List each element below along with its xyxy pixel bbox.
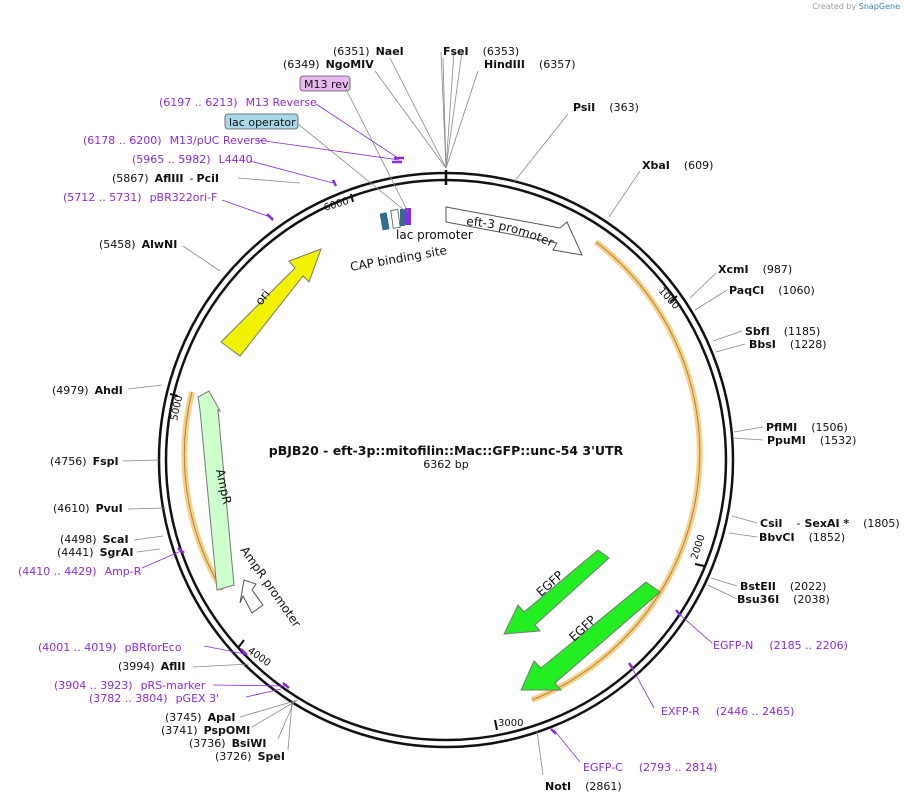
site-sbfi: SbfI(1185) xyxy=(745,325,820,338)
snapgene-logo: SnapGene xyxy=(858,2,900,11)
site-fspi: (4756)FspI xyxy=(50,455,119,468)
site-afliii: (5867)AflIII-PciI xyxy=(112,172,219,185)
primer-pbr322ori-f: (5712 .. 5731)pBR322ori-F xyxy=(63,191,217,204)
primer-amp-r: (4410 .. 4429)Amp-R xyxy=(18,565,142,578)
site-bsteii: BstEII(2022) xyxy=(740,580,826,593)
site-bsiwi: (3736)BsiWI xyxy=(189,737,267,750)
primer-labels: (6197 .. 6213)M13 Reverse (6178 .. 6200)… xyxy=(18,96,848,774)
eft3-promoter-arrow xyxy=(445,206,583,256)
primer-pgex-3: (3782 .. 3804)pGEX 3' xyxy=(89,692,219,705)
site-apai: (3745)ApaI xyxy=(165,711,235,724)
snapgene-credit: Created by SnapGene xyxy=(812,2,900,11)
site-bbvci: BbvCI(1852) xyxy=(759,531,845,544)
primer-ticks xyxy=(177,156,682,735)
primer-egfp-n: EGFP-N(2185 .. 2206) xyxy=(713,639,848,652)
primer-m13-reverse: (6197 .. 6213)M13 Reverse xyxy=(159,96,317,109)
ampr-promoter-arrow xyxy=(239,579,264,614)
site-nael: (6351)NaeI xyxy=(333,45,404,58)
credit-prefix: Created by xyxy=(812,2,857,11)
tick-5000: 5000 xyxy=(169,394,185,421)
site-aflii: (3994)AflII xyxy=(118,660,185,673)
egfp-arrow-2 xyxy=(520,581,661,691)
tick-4000: 4000 xyxy=(245,645,272,669)
lac-operator-box xyxy=(224,113,299,130)
plasmid-title: pBJB20 - eft-3p::mitofilin::Mac::GFP::un… xyxy=(269,443,624,458)
site-alwni: (5458)AlwNI xyxy=(99,238,177,251)
primer-pbrforeco: (4001 .. 4019)pBRforEco xyxy=(38,641,182,654)
site-bsu36i: Bsu36I(2038) xyxy=(737,593,830,606)
m13-rev-box xyxy=(299,75,351,92)
ori-arrow xyxy=(220,248,322,357)
primer-l4440: (5965 .. 5982)L4440 xyxy=(132,153,253,166)
site-fsei: FseI(6353) xyxy=(443,45,519,58)
site-csii: CsiI-SexAI *(1805) xyxy=(760,517,900,530)
site-pflmi: PflMI(1506) xyxy=(766,421,848,434)
tick-2000: 2000 xyxy=(689,533,707,561)
site-scai: (4498)ScaI xyxy=(60,533,129,546)
site-psii: PsiI(363) xyxy=(573,101,639,114)
site-connectors xyxy=(122,51,764,776)
cap-binding-site-label: CAP binding site xyxy=(349,243,448,274)
egfp-orf-arc xyxy=(530,239,703,703)
site-spei: (3726)SpeI xyxy=(215,750,285,763)
m13-rev-label: M13 rev xyxy=(304,78,349,91)
site-hindiii: HindIII(6357) xyxy=(484,58,576,71)
site-xcmi: XcmI(987) xyxy=(718,263,792,276)
site-labels: (6351)NaeI (6349)NgoMIV FseI(6353) HindI… xyxy=(50,45,900,793)
site-bbsi: BbsI(1228) xyxy=(749,338,826,351)
plasmid-length: 6362 bp xyxy=(423,458,468,471)
cap-binding-site-feature xyxy=(379,212,390,231)
primer-exfp-r: EXFP-R(2446 .. 2465) xyxy=(661,705,794,718)
site-xbai: XbaI(609) xyxy=(642,159,713,172)
lac-promoter-label: lac promoter xyxy=(396,228,473,242)
ampr-arrow xyxy=(197,390,235,591)
lac-operator-label: lac operator xyxy=(229,116,296,129)
tick-3000: 3000 xyxy=(498,718,523,729)
primer-prs-marker: (3904 .. 3923)pRS-marker xyxy=(54,679,206,692)
primer-m13-puc-reverse: (6178 .. 6200)M13/pUC Reverse xyxy=(83,134,267,147)
site-pspomi: (3741)PspOMI xyxy=(161,724,250,737)
site-sgrai: (4441)SgrAI xyxy=(57,546,133,559)
m13-rev-feature xyxy=(405,208,411,225)
site-ngomiv: (6349)NgoMIV xyxy=(283,58,374,71)
ticks: 1000 2000 3000 4000 5000 6000 xyxy=(169,193,708,731)
site-ahdi: (4979)AhdI xyxy=(52,384,123,397)
egfp-orf-arc-core xyxy=(531,241,701,701)
lac-operator-feature xyxy=(400,209,405,226)
site-paqci: PaqCI(1060) xyxy=(729,284,815,297)
ampr-orf-arc-core xyxy=(183,391,223,591)
site-ppumi: PpuMI(1532) xyxy=(767,434,856,447)
primer-connectors xyxy=(141,103,713,763)
site-noti: NotI(2861) xyxy=(545,780,622,793)
egfp-arrow-1 xyxy=(503,549,610,635)
primer-egfp-c: EGFP-C(2793 .. 2814) xyxy=(583,761,717,774)
lac-promoter-feature xyxy=(390,209,401,229)
site-pvui: (4610)PvuI xyxy=(53,502,123,515)
